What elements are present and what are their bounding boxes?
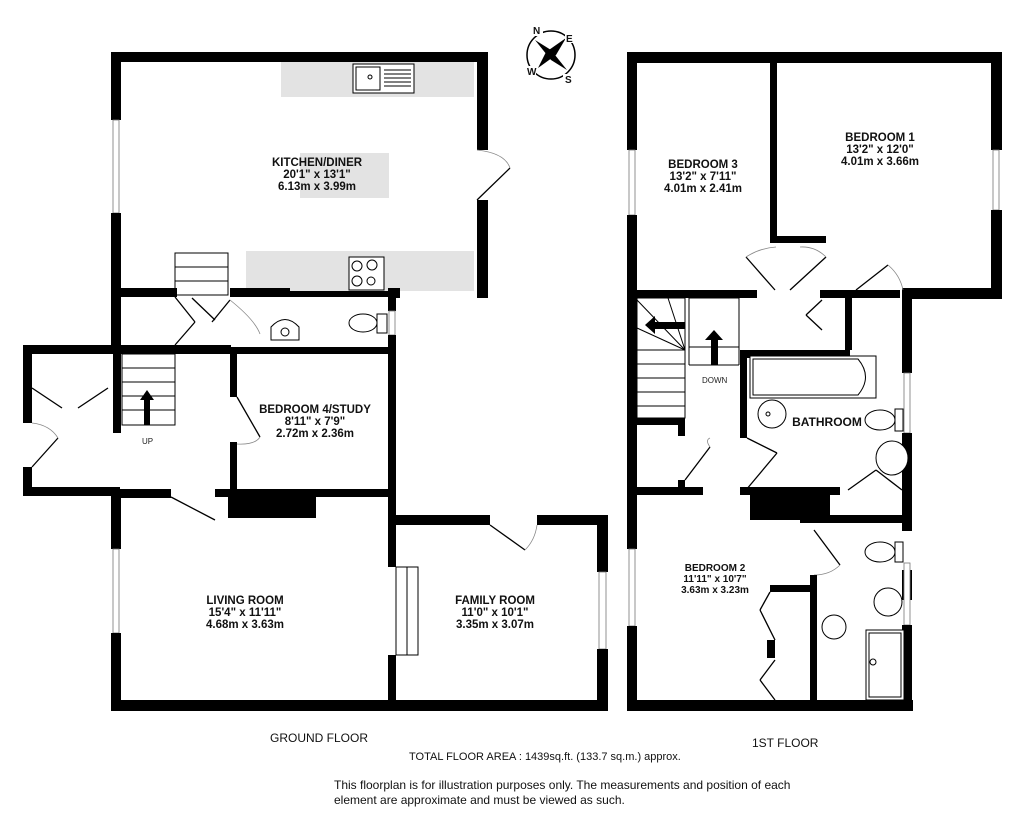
stairs-down-label: DOWN — [702, 376, 728, 385]
compass-rose-icon: N E W S — [526, 24, 576, 86]
toilet-icon — [864, 541, 904, 563]
toilet-icon — [864, 408, 904, 432]
basin-icon — [757, 399, 787, 429]
ground-floor-title: GROUND FLOOR — [270, 731, 369, 745]
room-label-bathroom: BATHROOM — [792, 415, 862, 429]
room-label-kitchen-diner: KITCHEN/DINER 20'1" x 13'1" 6.13m x 3.99… — [271, 157, 363, 193]
stairs-up-label: UP — [142, 437, 154, 446]
bathtub-icon — [749, 355, 877, 399]
basin-icon — [875, 440, 909, 476]
basin-icon — [821, 614, 847, 640]
total-floor-area: TOTAL FLOOR AREA : 1439sq.ft. (133.7 sq.… — [409, 751, 681, 763]
svg-text:W: W — [527, 67, 537, 78]
svg-text:E: E — [566, 34, 573, 45]
svg-text:S: S — [565, 75, 572, 86]
toilet-icon — [348, 313, 388, 334]
room-label-family-room: FAMILY ROOM 11'0" x 10'1" 3.35m x 3.07m — [455, 595, 535, 631]
hob-icon — [348, 256, 385, 291]
kitchen-sink-icon — [352, 63, 415, 94]
first-floor-plan — [627, 52, 1002, 711]
room-label-bedroom-3: BEDROOM 3 13'2" x 7'11" 4.01m x 2.41m — [663, 159, 742, 195]
stairs-up-arrow-icon — [140, 390, 154, 425]
stairs-down-arrow-icon — [645, 316, 723, 365]
room-label-bedroom-1: BEDROOM 1 13'2" x 12'0" 4.01m x 3.66m — [840, 132, 919, 168]
svg-text:N: N — [533, 26, 540, 37]
shower-tray-icon — [865, 629, 905, 701]
room-label-living-room: LIVING ROOM 15'4" x 11'11" 4.68m x 3.63m — [205, 595, 284, 631]
disclaimer-line-2: element are approximate and must be view… — [334, 793, 625, 807]
first-floor-title: 1ST FLOOR — [752, 736, 819, 750]
disclaimer-line-1: This floorplan is for illustration purpo… — [334, 778, 791, 792]
basin-icon — [873, 587, 903, 617]
room-label-bedroom-2: BEDROOM 2 11'11" x 10'7" 3.63m x 3.23m — [681, 563, 749, 596]
ground-floor-plan — [23, 52, 608, 711]
room-label-bedroom-4-study: BEDROOM 4/STUDY 8'11" x 7'9" 2.72m x 2.3… — [259, 404, 371, 440]
basin-icon — [270, 319, 300, 341]
